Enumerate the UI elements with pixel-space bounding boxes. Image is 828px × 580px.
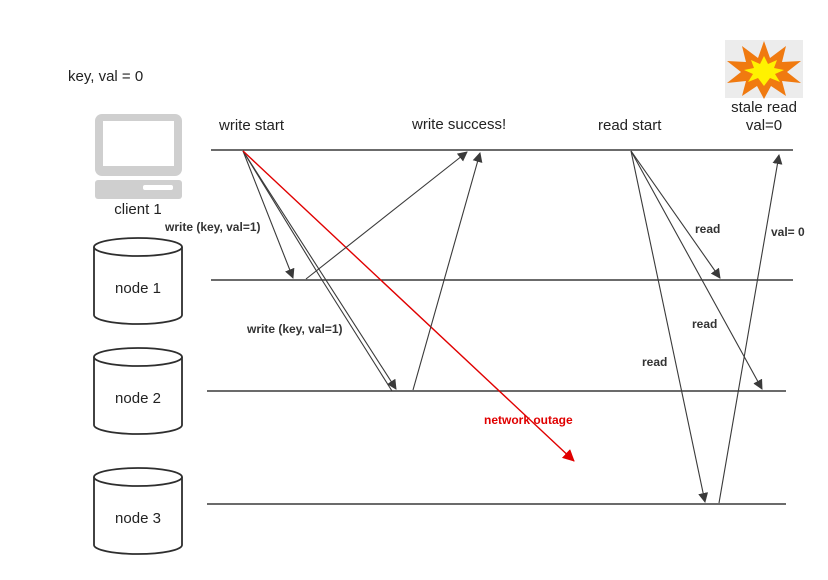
write-start-label: write start [218, 117, 285, 134]
initial-state-label: key, val = 0 [68, 68, 143, 85]
node-3-label: node 3 [115, 510, 161, 527]
network-outage-label: network outage [484, 413, 573, 427]
write-arrow-node-2-c [321, 279, 393, 392]
client-label: client 1 [114, 201, 162, 218]
ack-arrow-node-1 [305, 151, 468, 280]
read-arrow-node-1 [630, 150, 721, 279]
database-cylinder-icon [93, 237, 183, 325]
stale-read-label: stale read [731, 99, 797, 116]
response-arrow-node-3 [718, 154, 783, 504]
write-arrow-node-2-b [242, 150, 323, 281]
database-cylinder-icon [93, 467, 183, 555]
ack-arrow-node-2 [412, 152, 483, 391]
node-2-label: node 2 [115, 390, 161, 407]
explosion-icon [725, 40, 803, 99]
database-cylinder-icon [93, 347, 183, 435]
read-label-node-1: read [695, 222, 720, 236]
write-success-label: write success! [411, 116, 506, 133]
write-arrow-node-1 [242, 150, 295, 279]
stale-read-value: val=0 [746, 117, 782, 134]
response-label-node-3: val= 0 [771, 225, 805, 239]
write-label-node-1: write (key, val=1) [164, 220, 261, 234]
write-arrow-node-2 [242, 150, 397, 390]
read-arrow-node-3 [630, 150, 709, 503]
outage-arrow-node-3 [242, 150, 575, 462]
write-label-node-2: write (key, val=1) [246, 322, 343, 336]
read-label-node-2: read [692, 317, 717, 331]
node-1-label: node 1 [115, 280, 161, 297]
read-arrow-node-2 [630, 150, 763, 390]
laptop-icon [95, 114, 182, 199]
read-start-label: read start [598, 117, 662, 134]
read-label-node-3: read [642, 355, 667, 369]
